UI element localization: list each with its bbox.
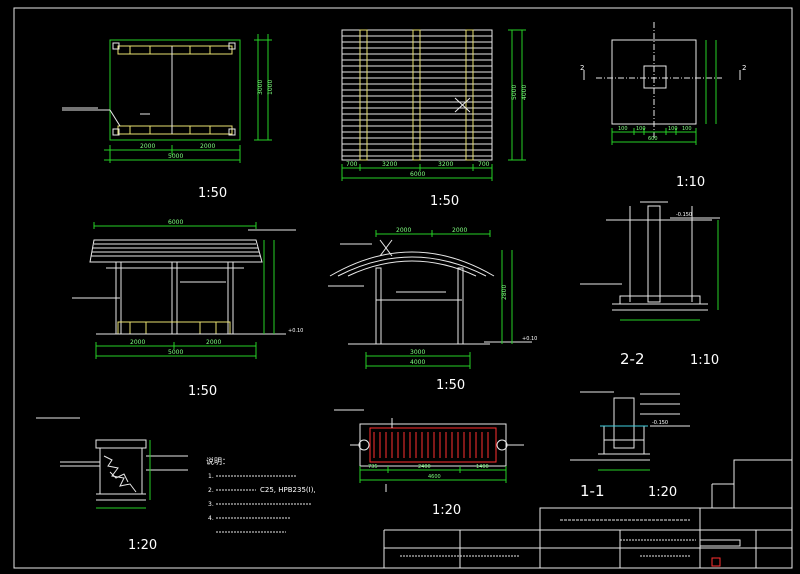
plan-dim-bottom-right: 2000	[200, 143, 215, 150]
sec22-view-title: 2-2	[620, 350, 645, 368]
plan-dim-right-b: 1000	[267, 80, 274, 95]
found-dim-c: 100	[668, 126, 678, 132]
title-block	[383, 459, 793, 569]
plan-dim-right-a: 3000	[257, 80, 264, 95]
notes-line-4: 3.	[208, 501, 214, 508]
roof-dim-total: 6000	[410, 171, 425, 178]
side-elevation-view: 2000 2000 3000 4000 2800 +0.10 1:50	[328, 227, 537, 393]
notes-heading: 说明：	[206, 456, 230, 466]
plan-dim-total: 5000	[168, 153, 183, 160]
foundation-plan-view: 2 2 100 100 100 100 600 1:10	[580, 22, 746, 190]
found-dim-d: 100	[682, 126, 692, 132]
side-dim-top-2: 2000	[452, 227, 467, 234]
base-dim-1: 735	[368, 464, 378, 470]
base-dim-3: 1400	[476, 464, 489, 470]
notes-line-3: C25, HPB235(I),	[260, 486, 316, 494]
roof-view-scale: 1:50	[430, 194, 459, 209]
found-dim-a: 100	[618, 126, 628, 132]
pavilion-plan-view: 2000 2000 5000 3000 1000 1:50	[62, 34, 274, 201]
front-dim-top: 6000	[168, 219, 183, 226]
sec22-view-scale: 1:10	[690, 353, 719, 368]
found-dim-b: 100	[636, 126, 646, 132]
front-view-scale: 1:50	[188, 384, 217, 399]
roof-dim-2: 3200	[382, 161, 397, 168]
roof-dim-3: 3200	[438, 161, 453, 168]
notes-block: 说明： 1. 2. C25, HPB235(I), 3. 4.	[206, 456, 316, 533]
sheet-border	[13, 7, 793, 569]
sec11-view-scale: 1:20	[648, 485, 677, 500]
front-dim-bottom-1: 2000	[130, 339, 145, 346]
side-dim-right: 2800	[501, 285, 508, 300]
section-marker-left: 2	[580, 64, 584, 72]
roof-dim-right-b: 4000	[521, 85, 528, 100]
side-view-scale: 1:50	[436, 378, 465, 393]
plan-dim-bottom-left: 2000	[140, 143, 155, 150]
foundation-view-scale: 1:10	[676, 175, 705, 190]
front-elevation-view: 6000 2000 2000 5000 +0.10 1:50	[72, 219, 303, 399]
notes-line-5: 4.	[208, 515, 214, 522]
sec11-view-title: 1-1	[580, 482, 605, 500]
base-dim-2: 2400	[418, 464, 431, 470]
side-dim-top-1: 2000	[396, 227, 411, 234]
roof-plan-view: 700 3200 3200 700 6000 5000 4000 1:50	[341, 29, 528, 209]
base-plan-view: 735 2400 1400 4600 1:20	[334, 409, 524, 518]
found-dim-total: 600	[648, 136, 658, 142]
front-level-mark: +0.10	[288, 328, 303, 334]
notes-line-2: 2.	[208, 487, 214, 494]
plan-view-scale: 1:50	[198, 186, 227, 201]
side-dim-bottom: 3000	[410, 349, 425, 356]
section-marker-right: 2	[742, 64, 746, 72]
base-dim-total: 4600	[428, 474, 441, 480]
roof-dim-1: 700	[346, 161, 358, 168]
seat-section-view: 1:20	[36, 417, 188, 553]
notes-line-1: 1.	[208, 473, 214, 480]
roof-dim-right-a: 5000	[511, 85, 518, 100]
roof-dim-4: 700	[478, 161, 490, 168]
sec22-level-mark: -0.150	[676, 212, 692, 218]
front-dim-bottom-2: 2000	[206, 339, 221, 346]
seat-view-scale: 1:20	[128, 538, 157, 553]
side-dim-total: 4000	[410, 359, 425, 366]
section-1-1-view: -0.150 1-1 1:20	[570, 391, 690, 500]
section-2-2-view: -0.150 2-2 1:10	[580, 201, 720, 368]
base-view-scale: 1:20	[432, 503, 461, 518]
front-dim-total: 5000	[168, 349, 183, 356]
sec11-level-mark: -0.150	[652, 420, 668, 426]
side-level-mark: +0.10	[522, 336, 537, 342]
